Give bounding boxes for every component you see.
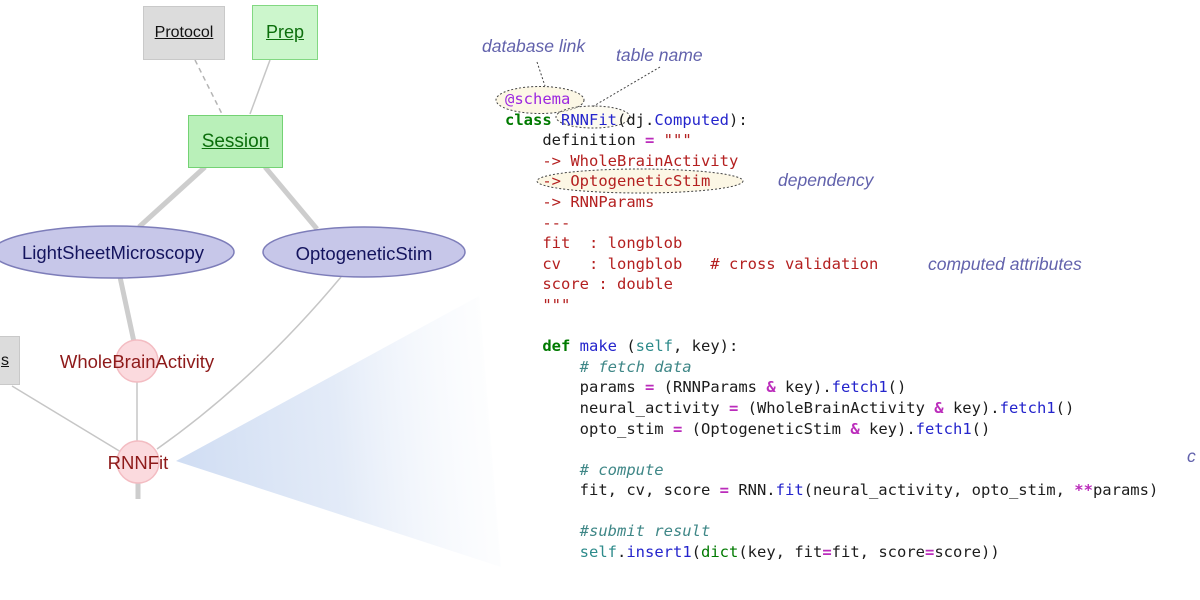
node-prep-label: Prep: [265, 22, 305, 42]
optostim-label: OptogeneticStim: [295, 243, 433, 264]
annotation-computed-attributes: computed attributes: [928, 254, 1082, 274]
lightsheet-ellipse: [0, 225, 235, 279]
node-params-partial-label: s: [1, 351, 9, 369]
node-protocol: Protocol: [143, 6, 225, 60]
node-prep: Prep: [252, 5, 318, 60]
edge-session-optostim: [263, 165, 319, 231]
code-block: @schema class RNNFit(dj.Computed): defin…: [505, 90, 1159, 562]
callout-ellipse-schema: [495, 86, 585, 114]
wholebrain-circle: [115, 339, 159, 383]
edge-params-rnnfit: [11, 385, 122, 453]
magnifier-wedge: [176, 296, 501, 567]
edge-optostim-rnnfit: [156, 276, 342, 450]
edge-lightsheet-wholebrain: [117, 276, 137, 343]
edge-protocol-session: [194, 59, 223, 115]
node-protocol-label: Protocol: [154, 24, 214, 41]
wholebrain-label: WholeBrainActivity: [59, 351, 215, 372]
node-session-label: Session: [201, 130, 270, 152]
node-params-partial: s: [0, 336, 20, 385]
annotation-dependency: dependency: [778, 170, 874, 190]
rnnfit-label: RNNFit: [107, 452, 169, 473]
edge-session-lightsheet: [137, 165, 207, 229]
leader-database-link: [536, 61, 546, 87]
node-session: Session: [188, 115, 283, 168]
lightsheet-label: LightSheetMicroscopy: [21, 242, 204, 263]
annotation-truncated-c: c: [1187, 446, 1196, 466]
rnnfit-circle: [116, 440, 160, 484]
leader-table-name: [591, 66, 661, 108]
annotation-table-name: table name: [616, 45, 703, 65]
annotation-database-link: database link: [482, 36, 586, 56]
optostim-ellipse: [262, 226, 466, 278]
callout-ellipse-dependency: [536, 168, 744, 194]
edge-prep-session: [249, 59, 271, 115]
